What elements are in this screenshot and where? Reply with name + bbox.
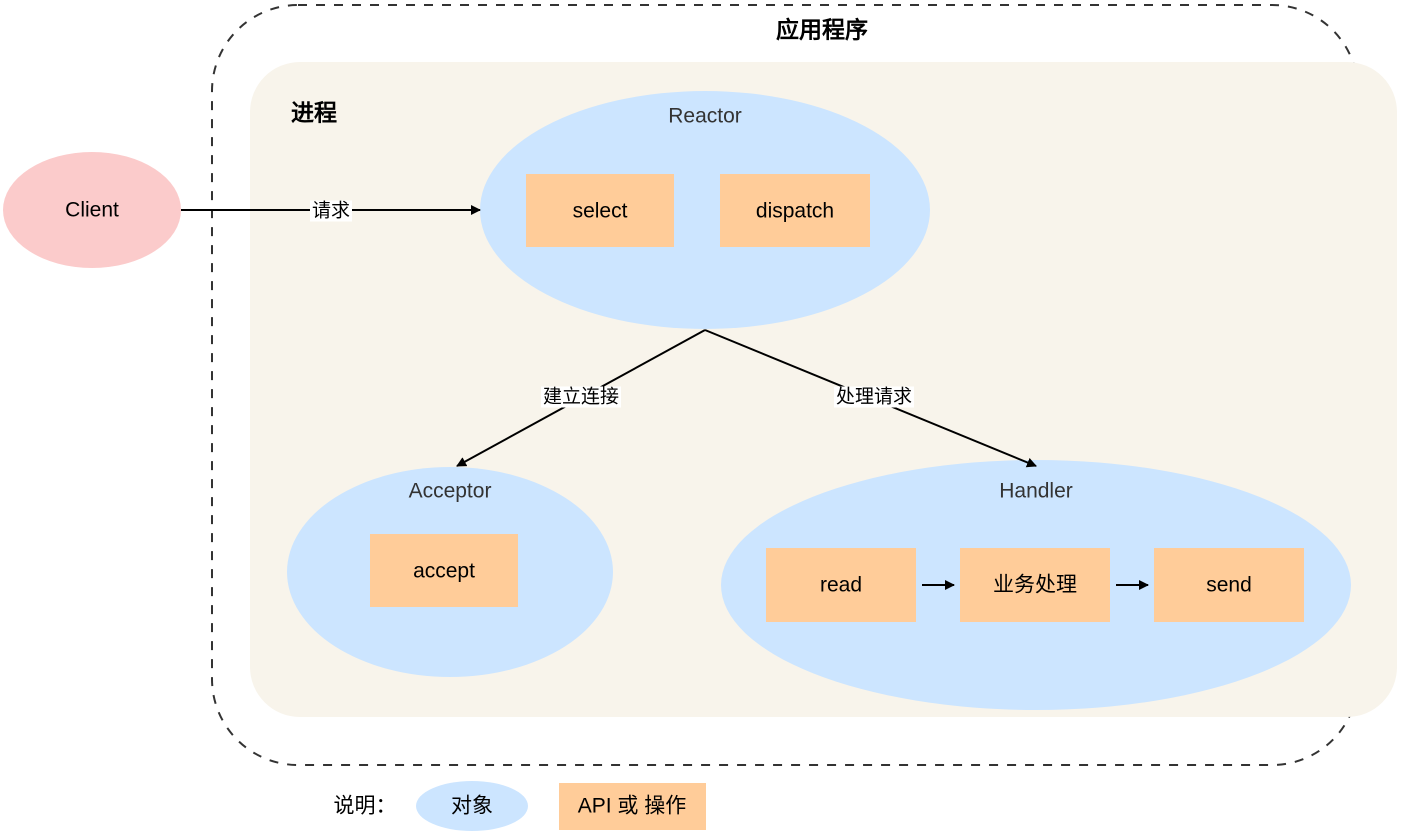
handler-box-send[interactable] <box>1154 548 1304 622</box>
legend-object-label: 对象 <box>451 794 493 818</box>
handler-box-send-label: send <box>1206 573 1252 597</box>
reactor-box-dispatch-label: dispatch <box>755 199 835 223</box>
handler-title: Handler <box>999 479 1073 503</box>
application-boundary <box>211 4 1359 766</box>
reactor-box-select-label: select <box>572 199 628 223</box>
handler-box-read[interactable] <box>766 548 916 622</box>
reactor-box-dispatch[interactable] <box>720 174 870 247</box>
legend-api-label: API 或 操作 <box>577 794 687 818</box>
client-ellipse[interactable] <box>3 152 181 268</box>
legend-caption: 说明： <box>333 794 397 818</box>
edge-label-request: 请求 <box>309 200 353 222</box>
legend-object-swatch <box>416 781 528 831</box>
legend-api-swatch <box>559 783 706 830</box>
process-label: 进程 <box>291 99 337 126</box>
acceptor-title: Acceptor <box>408 479 492 503</box>
page-title: 应用程序 <box>776 16 868 43</box>
edge-label-establish-connection: 建立连接 <box>540 386 622 408</box>
handler-box-read-label: read <box>819 573 863 597</box>
reactor-ellipse[interactable] <box>480 91 930 329</box>
edge-label-handle-request: 处理请求 <box>833 386 915 408</box>
client-label: Client <box>65 198 119 222</box>
reactor-box-select[interactable] <box>526 174 674 247</box>
handler-box-business-label: 业务处理 <box>993 573 1077 597</box>
reactor-title: Reactor <box>668 104 742 128</box>
acceptor-box-accept[interactable] <box>370 534 518 607</box>
acceptor-box-accept-label: accept <box>413 559 475 583</box>
handler-box-business[interactable] <box>960 548 1110 622</box>
